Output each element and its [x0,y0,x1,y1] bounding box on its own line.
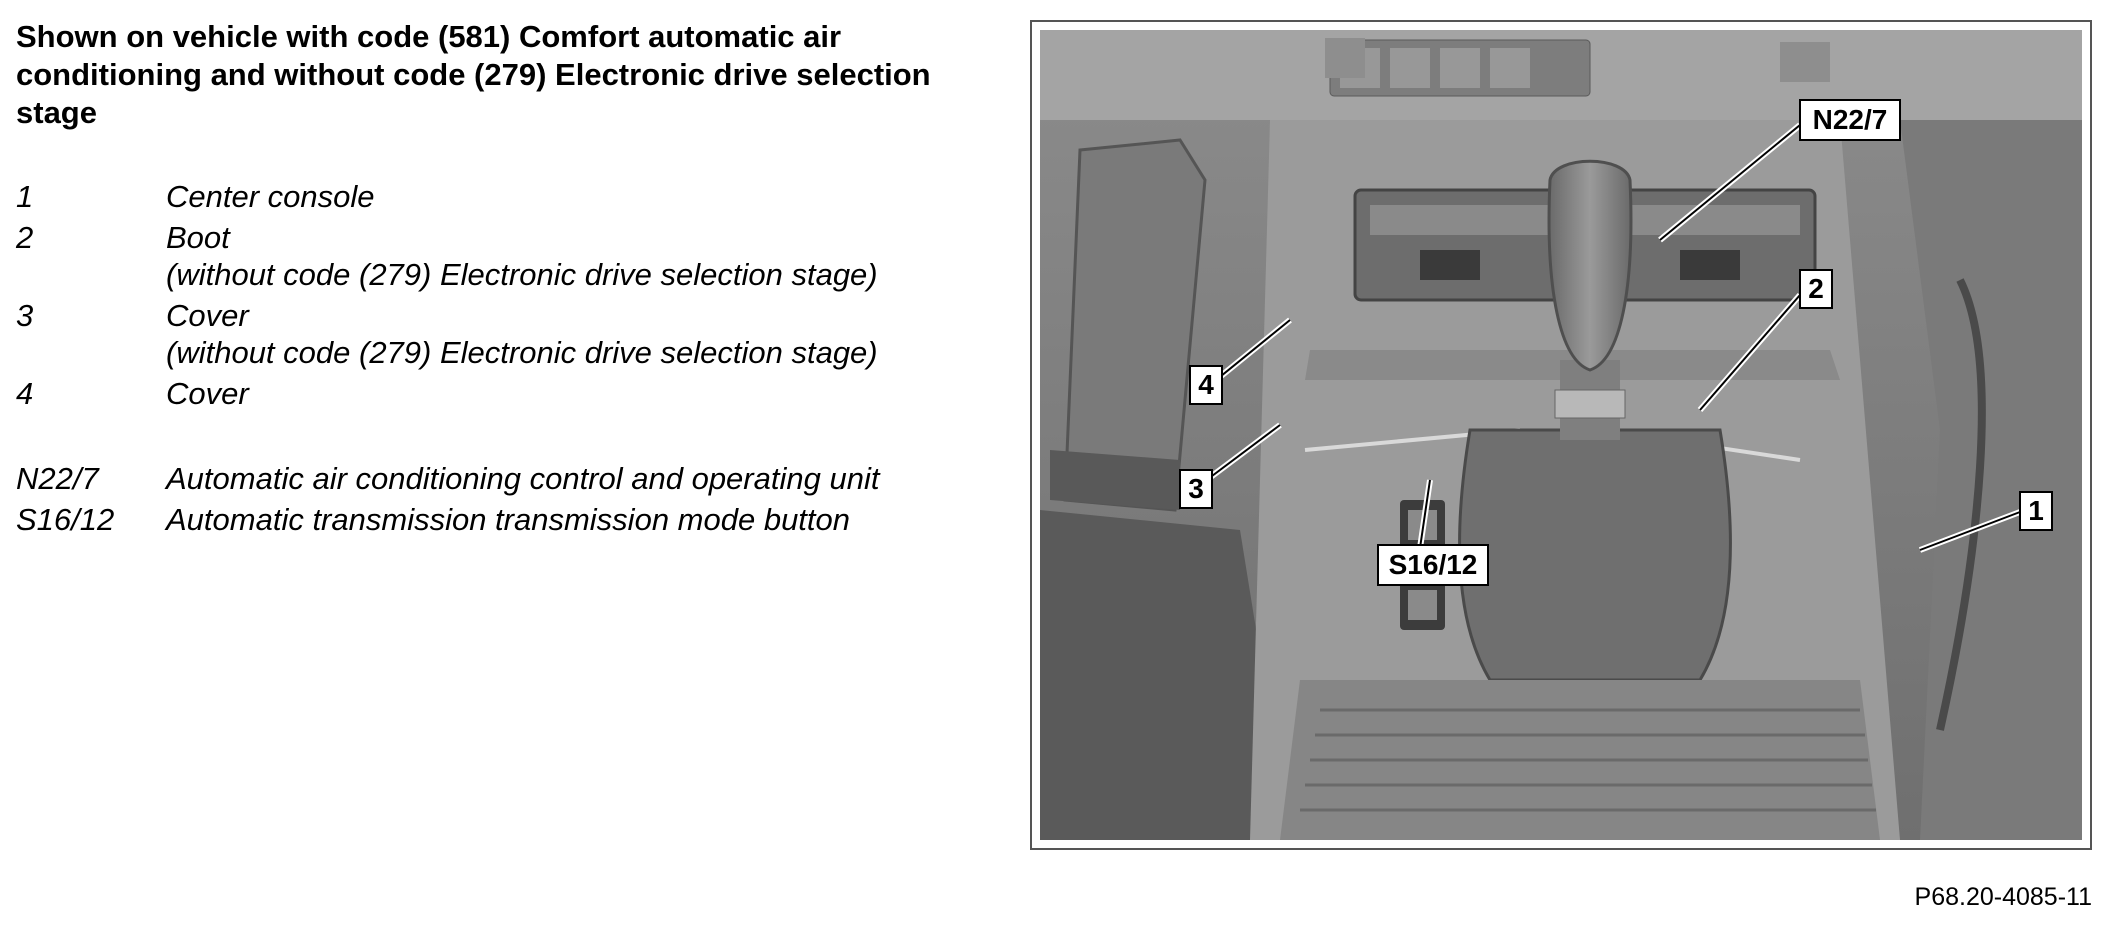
callout-box [1179,469,1213,509]
climate-display [1680,250,1740,280]
dash-switch [1390,48,1430,88]
legend-item-2: 2 Boot (without code (279) Electronic dr… [16,219,1016,293]
callout-box [1377,544,1489,586]
figure-reference: P68.20-4085-11 [1914,883,2092,911]
legend-line: Center console [166,179,375,214]
legend-spacer [16,416,1016,460]
leader-lines [1199,124,2021,551]
callout-box [1799,99,1901,141]
legend-item-3: 3 Cover (without code (279) Electronic d… [16,297,1016,371]
legend-item-1: 1 Center console [16,178,1016,215]
right-footwell [1900,120,2082,840]
shift-boot [1458,428,1732,682]
callout-box [1799,269,1833,309]
document-heading: Shown on vehicle with code (581) Comfort… [16,19,931,130]
component-key: N22/7 [16,461,99,496]
callout-4: 4 [1198,369,1214,400]
console-ribs [1300,708,1876,812]
legend-line: (without code (279) Electronic drive sel… [166,257,878,292]
callout-s16-12: S16/12 [1389,549,1478,580]
component-description: Automatic air conditioning control and o… [166,461,880,496]
callout-3: 3 [1188,473,1204,504]
callout-1: 1 [2028,495,2044,526]
legend-key: 2 [16,220,34,255]
component-item-n22-7: N22/7 Automatic air conditioning control… [16,460,1016,497]
dash-vent [1325,38,1365,78]
legend-key: 1 [16,179,34,214]
dash-switch [1440,48,1480,88]
legend-line: Boot [166,220,230,255]
legend-list: 1 Center console 2 Boot (without code (2… [16,178,1016,542]
gear-knob [1547,159,1633,372]
legend-line: (without code (279) Electronic drive sel… [166,335,878,370]
legend-line: Cover [166,298,249,333]
legend-key: 4 [16,376,34,411]
component-description: Automatic transmission transmission mode… [166,502,851,537]
footwell-left [1040,510,1290,840]
console-photo-figure: N22/7 2 4 3 S16/12 1 [1030,20,2092,850]
dash-switch [1490,48,1530,88]
callout-n22-7: N22/7 [1813,104,1888,135]
legend-description: Boot (without code (279) Electronic driv… [166,219,1016,293]
console-photo: N22/7 2 4 3 S16/12 1 [1040,30,2082,840]
accelerator-pedal [1063,138,1207,512]
legend-key: 3 [16,298,34,333]
mode-button-key [1408,590,1437,620]
seat-rail [1936,278,1986,731]
legend-item-4: 4 Cover [16,375,1016,412]
pedal-base [1050,450,1180,510]
legend-description: Center console [166,178,1016,215]
legend-line: Cover [166,376,249,411]
climate-display [1420,250,1480,280]
component-item-s16-12: S16/12 Automatic transmission transmissi… [16,501,1016,538]
legend-description: Cover (without code (279) Electronic dri… [166,297,1016,371]
callout-2: 2 [1808,273,1824,304]
callout-box [1189,365,1223,405]
legend-description: Cover [166,375,1016,412]
component-key: S16/12 [16,502,115,537]
callout-box [2019,491,2053,531]
dash-vent [1780,42,1830,82]
gear-lever-ring [1554,389,1626,419]
